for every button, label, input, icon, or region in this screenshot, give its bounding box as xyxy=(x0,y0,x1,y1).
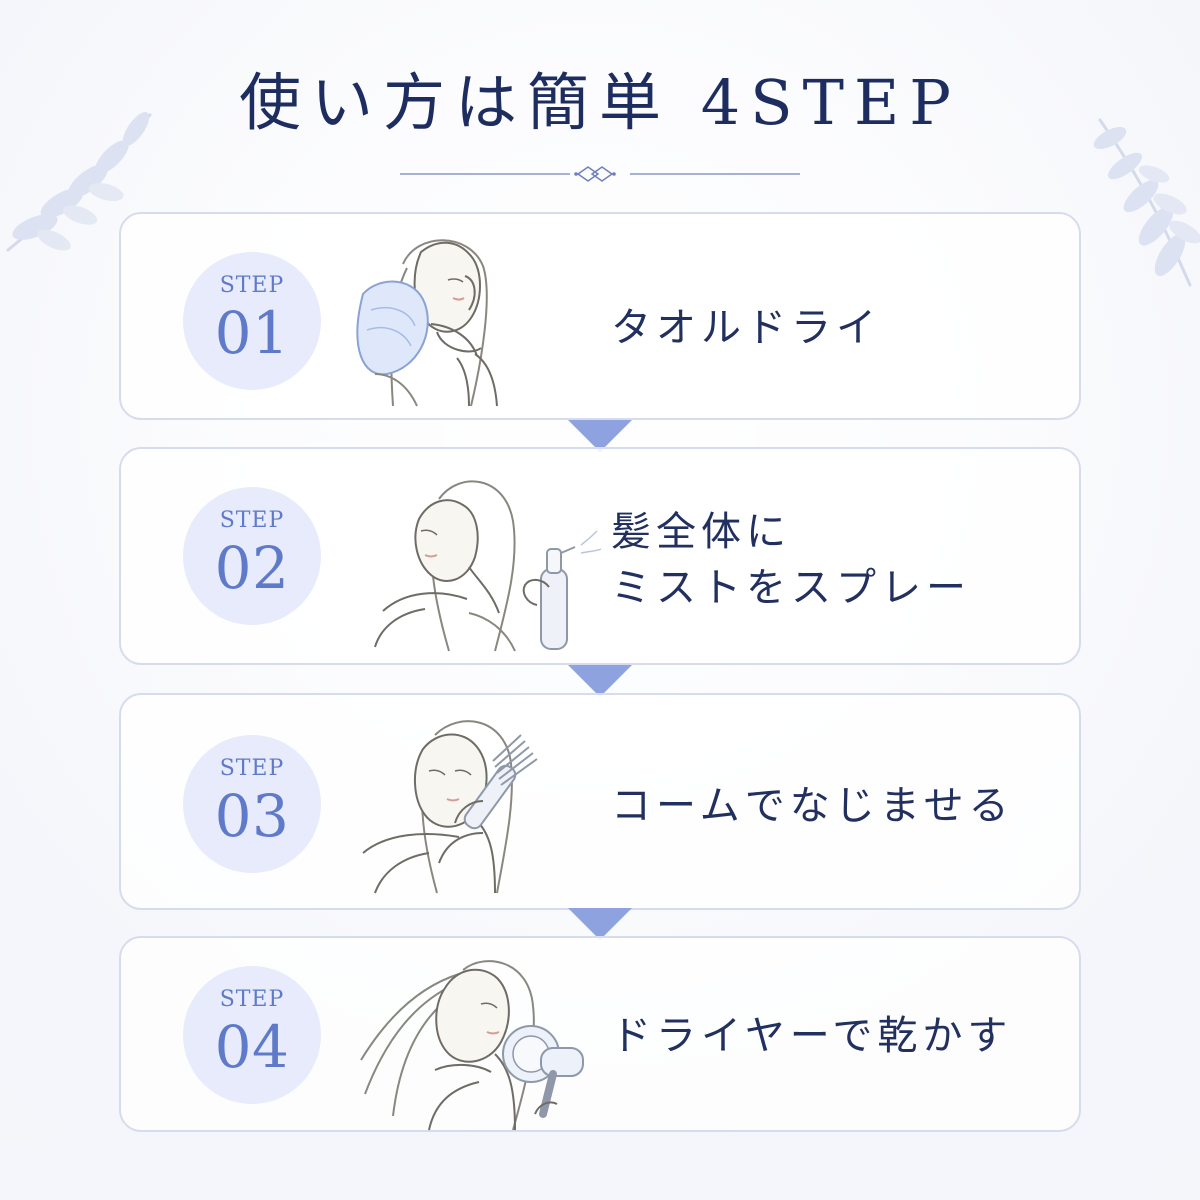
towel-dry-illustration xyxy=(356,239,498,407)
step-text-line: ドライヤーで乾かす xyxy=(611,1013,1013,1059)
header: 使い方は簡単 4STEP xyxy=(0,72,1200,134)
step-badge-label: STEP xyxy=(219,987,285,1012)
step-description: 髪全体に ミストをスプレー xyxy=(611,504,971,616)
step-description: コームでなじませる xyxy=(611,778,1014,834)
step-card-3: STEP 03 コームでなじませる xyxy=(119,693,1081,910)
step-badge-label: STEP xyxy=(219,756,285,781)
step-description: ドライヤーで乾かす xyxy=(611,1008,1012,1064)
down-triangle-icon xyxy=(568,420,632,452)
step-number: 01 xyxy=(214,299,290,367)
step-card-4: STEP 04 ドライヤーで乾かす xyxy=(119,936,1081,1132)
step-badge: STEP 04 xyxy=(183,966,321,1104)
step-number: 03 xyxy=(214,782,290,850)
step-card-2: STEP 02 髪全体に ミストをスプレー xyxy=(119,447,1081,665)
page-title: 使い方は簡単 4STEP xyxy=(239,66,961,139)
leaf-branch-icon xyxy=(1093,118,1200,287)
hair-dryer-illustration xyxy=(360,960,584,1131)
spray-illustration xyxy=(374,480,602,652)
leaf-branch-icon xyxy=(6,111,152,252)
step-card-1: STEP 01 タオルドライ xyxy=(119,212,1081,420)
step-number: 04 xyxy=(214,1013,290,1081)
step-badge: STEP 03 xyxy=(183,735,321,873)
step-badge: STEP 01 xyxy=(183,252,321,390)
step-badge-label: STEP xyxy=(219,508,285,533)
step-badge: STEP 02 xyxy=(183,487,321,625)
step-text-line: コームでなじませる xyxy=(611,783,1014,829)
step-text-line: 髪全体に xyxy=(611,509,791,555)
comb-illustration xyxy=(362,720,538,894)
step-description: タオルドライ xyxy=(611,300,881,356)
down-triangle-icon xyxy=(568,908,632,940)
down-triangle-icon xyxy=(568,665,632,697)
step-text-line: タオルドライ xyxy=(611,305,881,351)
step-text-line: ミストをスプレー xyxy=(611,565,971,611)
step-badge-label: STEP xyxy=(219,273,285,298)
divider-ornament xyxy=(400,166,800,182)
step-number: 02 xyxy=(214,534,290,602)
